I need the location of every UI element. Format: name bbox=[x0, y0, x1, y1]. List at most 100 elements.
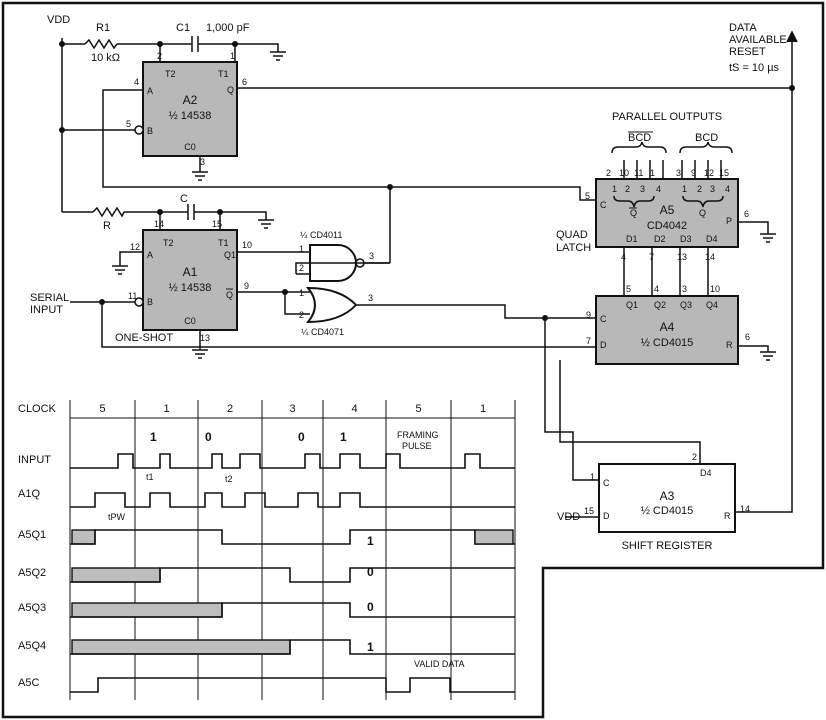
timing-bit-2: 0 bbox=[205, 430, 212, 444]
latch-bit-weight: 1 bbox=[682, 184, 687, 194]
clock-number: 2 bbox=[227, 403, 233, 415]
junction-dot bbox=[59, 127, 65, 133]
timing-shaded-level bbox=[71, 529, 96, 545]
chip-a3-d4: D4 bbox=[700, 468, 712, 478]
timing-shaded-level bbox=[71, 602, 223, 618]
timing-row-label: A5Q4 bbox=[18, 640, 46, 652]
label-a3-vdd: VDD bbox=[557, 511, 580, 523]
timing-valid-data: VALID DATA bbox=[414, 659, 465, 669]
timing-row-label: A5C bbox=[18, 677, 39, 689]
junction-dot bbox=[387, 184, 393, 190]
timing-row-label: A5Q2 bbox=[18, 567, 46, 579]
resistor-r1 bbox=[84, 38, 118, 50]
chip-a1-pin14: 14 bbox=[154, 219, 164, 229]
chip-a5-d1: D1 bbox=[626, 234, 638, 244]
wire-c-ground bbox=[194, 211, 267, 220]
chip-a5-part: CD4042 bbox=[647, 220, 687, 232]
ground-a1 bbox=[192, 330, 208, 359]
label-r: R bbox=[103, 220, 111, 232]
wires bbox=[61, 30, 798, 518]
chip-a2-c0: C0 bbox=[184, 142, 196, 152]
chip-a5-d3: D3 bbox=[680, 234, 692, 244]
chip-a1-pin15: 15 bbox=[212, 219, 222, 229]
latch-pin-number: 9 bbox=[691, 168, 696, 178]
wire-or-pin2 bbox=[284, 292, 310, 315]
latch-pin-number: 12 bbox=[704, 168, 714, 178]
chip-a2-t2: T2 bbox=[165, 69, 176, 79]
or-gate: ¼ CD4071 1 2 3 bbox=[299, 286, 373, 337]
latch-bit-weight: 2 bbox=[625, 184, 630, 194]
or-gate-body bbox=[305, 286, 358, 324]
latch-pin-number: 3 bbox=[676, 168, 681, 178]
chip-a1-pin13: 13 bbox=[200, 333, 210, 343]
chip-a3-name: A3 bbox=[660, 489, 675, 503]
wire-a3-d4 bbox=[559, 360, 701, 464]
wire-nand-pin2 bbox=[295, 262, 390, 275]
junction-dot bbox=[789, 85, 795, 91]
clock-number: 5 bbox=[99, 403, 105, 415]
chip-a1-part: ½ 14538 bbox=[169, 282, 212, 294]
clock-number: 1 bbox=[163, 403, 169, 415]
label-bcd-bar: BCD bbox=[628, 132, 651, 144]
nand-pin3: 3 bbox=[369, 251, 374, 261]
wire-r1-a2 bbox=[117, 43, 161, 62]
chip-a5-d4: D4 bbox=[706, 234, 718, 244]
chip-a3-pin1: 1 bbox=[590, 472, 595, 482]
timing-shaded-level bbox=[71, 639, 291, 655]
junction-dot bbox=[542, 315, 548, 321]
or-part: ¼ CD4071 bbox=[301, 327, 344, 337]
wire-a2q-reset bbox=[237, 38, 793, 89]
timing-shaded-level bbox=[71, 567, 161, 583]
chip-a5-title-1: QUAD bbox=[556, 229, 588, 241]
chip-a5-q-label: Q bbox=[699, 208, 706, 218]
latch-bit-weight: 3 bbox=[710, 184, 715, 194]
wire-or-a4c bbox=[356, 304, 596, 319]
timing-wave bbox=[70, 529, 515, 545]
timing-wave bbox=[70, 453, 515, 469]
chip-a4-name: A4 bbox=[660, 320, 675, 334]
shift-register-q-pin-number: 10 bbox=[710, 284, 720, 294]
chip-a5-title-2: LATCH bbox=[556, 242, 591, 254]
ground-c1 bbox=[270, 51, 286, 61]
chip-a4-c: C bbox=[600, 314, 607, 324]
timing-wave bbox=[70, 602, 515, 618]
label-bcd: BCD bbox=[695, 132, 718, 144]
resistor-r bbox=[92, 206, 125, 218]
chip-a1-a: A bbox=[147, 250, 153, 260]
wire-latch-clock bbox=[390, 186, 596, 201]
chip-a1-q1: Q1 bbox=[224, 250, 236, 260]
timing-row-label: A1Q bbox=[18, 488, 40, 500]
chip-a1-qbar: Q bbox=[226, 290, 233, 300]
label-c: C bbox=[180, 193, 188, 205]
chip-a4-body bbox=[595, 295, 739, 365]
chip-a5-pin5: 5 bbox=[585, 191, 590, 201]
chip-a4-part: ½ CD4015 bbox=[641, 337, 694, 349]
chip-a4-q3: Q3 bbox=[680, 300, 692, 310]
chip-a4-q2: Q2 bbox=[654, 300, 666, 310]
wire-latch-outputs bbox=[623, 160, 722, 179]
timing-framing-2: PULSE bbox=[402, 441, 432, 451]
wire-a3-reset bbox=[735, 88, 793, 513]
chip-a5-c: C bbox=[600, 200, 607, 210]
chip-a1-b: B bbox=[147, 297, 153, 307]
timing-val-3: 0 bbox=[367, 600, 374, 614]
timing-bit-1: 1 bbox=[150, 430, 157, 444]
latch-bit-weight: 4 bbox=[656, 184, 661, 194]
chip-a1-pin11: 11 bbox=[128, 291, 137, 301]
timing-wave bbox=[70, 639, 515, 655]
chip-a2-pin3: 3 bbox=[200, 157, 205, 167]
latch-d-pin-number: 13 bbox=[677, 252, 687, 262]
timing-val-1: 1 bbox=[367, 534, 374, 548]
clock-number: 4 bbox=[351, 403, 357, 415]
chip-a5-pin6: 6 bbox=[744, 209, 749, 219]
or-pin1: 1 bbox=[299, 288, 304, 298]
clock-number: 3 bbox=[289, 403, 295, 415]
wire-serial-a4d bbox=[101, 302, 596, 348]
timing-shaded-level bbox=[474, 529, 514, 545]
arrow-reset bbox=[786, 30, 798, 43]
latch-bit-weight: 4 bbox=[725, 184, 730, 194]
timing-waveforms bbox=[70, 453, 515, 693]
chip-a5-name: A5 bbox=[660, 203, 675, 217]
